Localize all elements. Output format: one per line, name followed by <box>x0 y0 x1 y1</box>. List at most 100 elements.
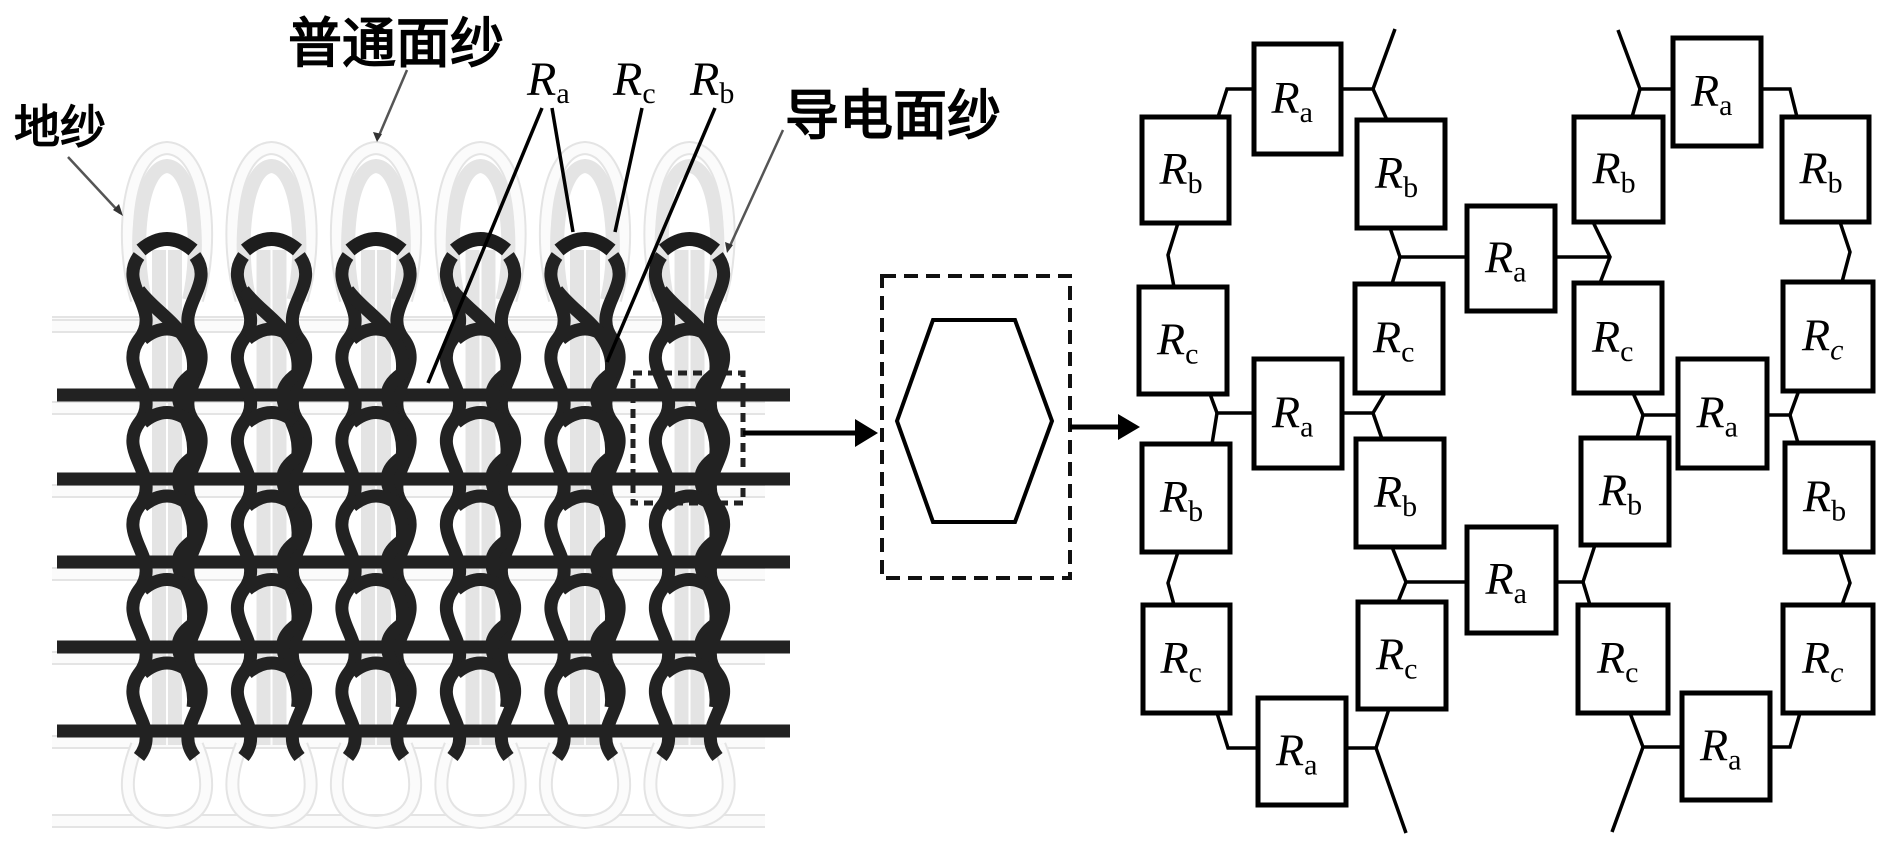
arrow-to-hexagon <box>743 419 878 447</box>
network-wire <box>1342 392 1387 415</box>
callout-ra-leader-1 <box>426 107 544 384</box>
resistor-label-main: R <box>1799 143 1828 194</box>
network-wire <box>1390 546 1467 584</box>
resistor-box <box>1571 280 1665 396</box>
resistor-label: Ra <box>1690 65 1732 122</box>
resistor-label-sub: c <box>1625 656 1638 689</box>
resistor-label: Ra <box>1485 553 1527 610</box>
ordinary-yarn-top-loop-core <box>645 142 734 302</box>
resistor-label: Rc <box>1375 629 1417 686</box>
conductive-yarn-arc <box>452 489 509 512</box>
conductive-yarn-wale-right <box>181 252 208 762</box>
resistor-label-sub: a <box>1513 256 1526 289</box>
resistor-label-main: R <box>1159 471 1188 522</box>
svg-text:Rc: Rc <box>612 53 656 110</box>
conductive-yarn-arc <box>243 656 300 679</box>
resistor-rc-c1-low: Rc <box>1140 602 1233 716</box>
ordinary-yarn-top-loop-core <box>331 142 421 302</box>
callout-rb-leader <box>605 107 717 363</box>
network-wire <box>1630 88 1642 118</box>
conductive-yarn-arc <box>452 406 509 428</box>
resistor-box <box>1136 284 1230 397</box>
resistor-label-sub: b <box>1621 167 1636 200</box>
resistor-box <box>1670 35 1764 149</box>
network-wire <box>1838 551 1852 606</box>
resistor-label-main: R <box>1160 632 1189 683</box>
ordinary-yarn-bottom-loop-core <box>331 743 421 828</box>
resistor-label-sub: a <box>1514 577 1527 610</box>
ordinary-yarn-bottom-loop-core <box>122 743 212 828</box>
conductive-face-yarn-pointer-head <box>725 242 733 253</box>
resistor-box <box>1578 435 1672 548</box>
ordinary-yarn-top-loop-inner <box>132 158 202 302</box>
hexagon-unit-cell <box>880 274 1072 580</box>
network-wires <box>1166 28 1852 834</box>
resistor-label-main: R <box>1375 629 1404 680</box>
resistor-rb-c4-low: Rb <box>1782 440 1876 555</box>
svg-text:Rb: Rb <box>689 53 734 110</box>
ordinary-yarn-bottom-loop-core <box>227 743 316 828</box>
callout-ra: Ra <box>426 53 575 384</box>
resistor-label-sub: c <box>1401 336 1414 369</box>
resistor-box <box>1571 114 1666 225</box>
resistor-label-main: R <box>1275 725 1304 776</box>
network-wire <box>1788 414 1800 444</box>
resistor-label: Ra <box>1696 387 1738 444</box>
resistor-ra-bottom-right: Ra <box>1679 690 1773 803</box>
resistor-label: Ra <box>1271 387 1313 444</box>
callout-ra-leader-2 <box>550 107 575 233</box>
network-wire <box>1631 392 1678 417</box>
resistor-rc-c2-low: Rc <box>1355 599 1449 712</box>
resistor-label: Rc <box>1160 632 1202 689</box>
network-wire <box>1635 414 1645 439</box>
resistor-label: Rb <box>1373 466 1417 523</box>
resistor-box <box>1353 436 1447 550</box>
resistor-box <box>1464 524 1559 636</box>
resistor-box <box>1679 690 1773 803</box>
callout-rb-sub: b <box>719 77 734 110</box>
resistor-box <box>1140 602 1233 716</box>
resistor-label-main: R <box>1802 471 1831 522</box>
resistor-label-main: R <box>1598 465 1627 516</box>
conductive-yarn-arc <box>661 322 718 345</box>
conductive-yarn-arc <box>452 573 509 595</box>
resistor-label-main: R <box>1591 311 1620 362</box>
resistor-rb-c2-top: Rb <box>1354 117 1448 231</box>
conductive-yarn-wale-right <box>390 252 417 762</box>
conductive-yarn-wale-left <box>335 252 362 762</box>
resistor-ra-top-left: Ra <box>1251 41 1344 157</box>
network-wire <box>1628 712 1682 749</box>
conductive-yarn-arc <box>243 322 300 345</box>
resistor-label-main: R <box>1156 314 1185 365</box>
resistor-label: Rc <box>1372 312 1414 369</box>
resistor-label-sub: b <box>1402 490 1417 523</box>
resistor-label-main: R <box>1690 65 1719 116</box>
resistor-label-sub: c <box>1620 335 1633 368</box>
conductive-yarn-wale-left <box>649 252 676 762</box>
resistor-label-sub: a <box>1300 411 1313 444</box>
network-wire <box>1216 87 1254 118</box>
conductive-yarn-arc <box>661 573 718 595</box>
ordinary-yarn-top-loop-inner <box>550 158 620 302</box>
resistor-box <box>1355 599 1449 712</box>
network-wire <box>1371 412 1384 440</box>
conductive-yarn-wale-right <box>703 252 730 762</box>
resistor-label-sub: a <box>1304 749 1317 782</box>
resistor-label-sub: a <box>1300 96 1313 129</box>
resistor-rc-c4-mid: Rc <box>1780 279 1876 394</box>
conductive-yarn-arc <box>347 489 405 512</box>
conductive-yarn-wale-left <box>544 252 571 762</box>
ordinary-face-yarn-pointer-head <box>373 132 382 142</box>
resistor-label-sub: c <box>1189 656 1202 689</box>
resistor-label-main: R <box>1372 312 1401 363</box>
resistor-label: Rc <box>1596 632 1638 689</box>
conductive-yarn-arc <box>138 489 196 512</box>
conductive-yarn-loop-head <box>449 232 512 256</box>
callout-rb-main: R <box>689 53 719 106</box>
resistor-box <box>1782 440 1876 555</box>
conductive-yarn-wale-left <box>231 252 258 762</box>
resistor-rc-c3-mid: Rc <box>1571 280 1665 396</box>
resistor-label-sub: b <box>1627 489 1642 522</box>
resistor-label-sub: b <box>1188 167 1203 200</box>
